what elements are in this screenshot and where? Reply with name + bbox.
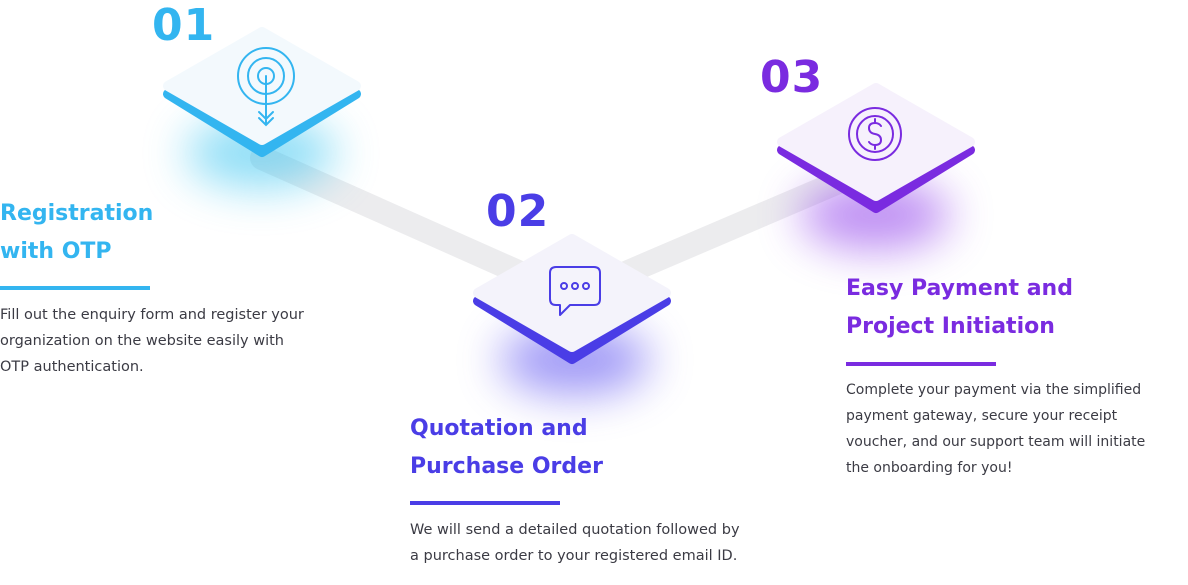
step-2-title-line-1: Quotation and [410,416,588,441]
step-1-title: Registration with OTP [0,195,153,271]
step-2-title: Quotation and Purchase Order [410,410,603,486]
step-2-number: 02 [486,186,550,237]
step-1-number: 01 [152,0,216,51]
target-arrow-icon [237,47,295,127]
step-1-desc-line-3: OTP authentication. [0,359,144,375]
step-2-desc-line-2: a purchase order to your registered emai… [410,548,738,564]
step-3-number: 03 [760,52,824,103]
dollar-coin-icon [848,107,902,161]
step-1-title-line-2: with OTP [0,239,112,264]
step-3-tile [776,83,976,214]
step-2-underline [410,501,560,505]
step-1-description: Fill out the enquiry form and register y… [0,302,304,380]
step-3-title-line-1: Easy Payment and [846,276,1073,301]
step-3-desc-line-2: payment gateway, secure your receipt [846,408,1118,424]
step-3-title: Easy Payment and Project Initiation [846,270,1073,346]
step-3-underline [846,362,996,366]
step-1-desc-line-1: Fill out the enquiry form and register y… [0,307,304,323]
step-2-tile [472,234,672,365]
chat-bubble-icon [549,266,601,316]
step-1-title-line-1: Registration [0,201,154,226]
step-1-tile [162,27,362,158]
step-2-description: We will send a detailed quotation follow… [410,517,740,569]
step-1-desc-line-2: organization on the website easily with [0,333,284,349]
step-1-underline [0,286,150,290]
step-2-desc-line-1: We will send a detailed quotation follow… [410,522,740,538]
step-3-desc-line-4: the onboarding for you! [846,460,1013,476]
step-2-title-line-2: Purchase Order [410,454,603,479]
step-3-desc-line-3: voucher, and our support team will initi… [846,434,1146,450]
step-3-title-line-2: Project Initiation [846,314,1055,339]
step-3-desc-line-1: Complete your payment via the simplified [846,382,1142,398]
step-3-description: Complete your payment via the simplified… [846,377,1145,481]
